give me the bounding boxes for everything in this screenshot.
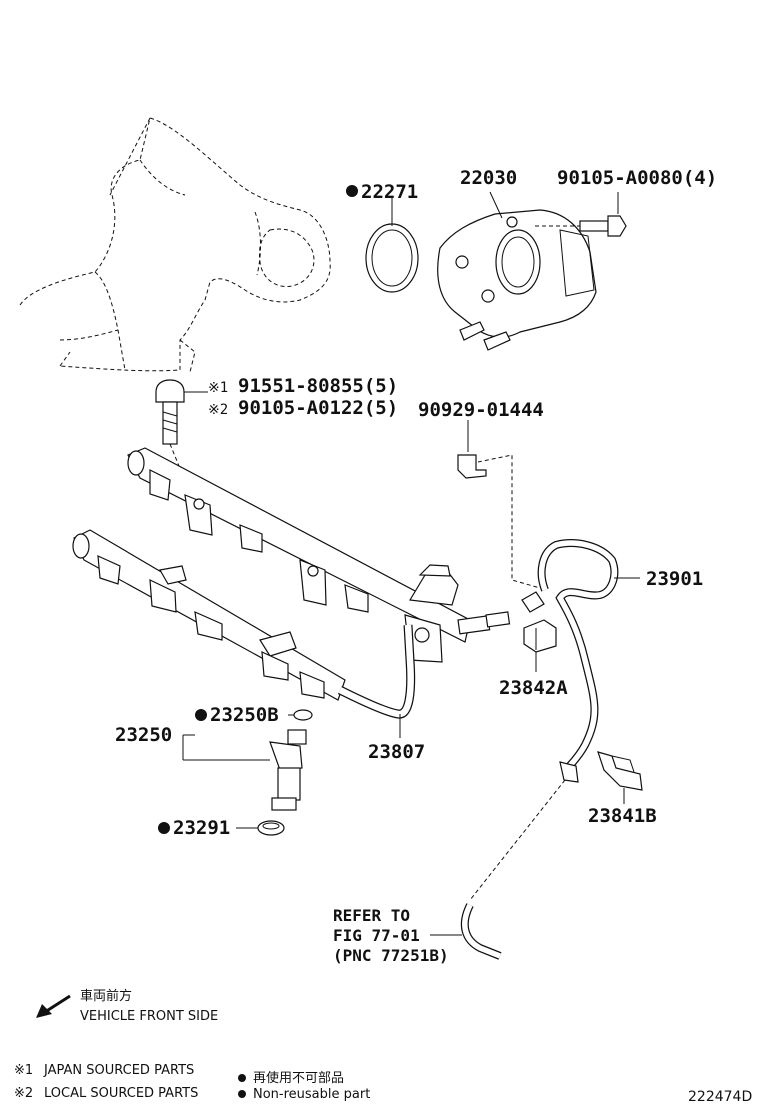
front-direction-arrow-icon [36, 994, 71, 1018]
throttle-bolt[interactable] [535, 192, 627, 237]
label-90105-a0122: 90105-A0122(5) [238, 397, 398, 419]
note-local-sourced: LOCAL SOURCED PARTS [44, 1086, 198, 1101]
label-23291: 23291 [173, 817, 230, 839]
engine-outline [19, 117, 331, 373]
note-japan-sourced: JAPAN SOURCED PARTS [43, 1063, 194, 1078]
injector-insulator[interactable] [236, 820, 285, 836]
clamp-23842a[interactable] [523, 619, 557, 672]
direction-jp: 車両前方 [80, 988, 132, 1004]
fuel-injector[interactable] [182, 729, 307, 811]
fuel-hose[interactable] [521, 539, 640, 783]
note-nonreuse-jp: 再使用不可部品 [253, 1070, 344, 1086]
note-mark-2: ※2 [14, 1086, 33, 1101]
refer-to-line3: (PNC 77251B) [333, 946, 449, 965]
label-90105-a0080: 90105-A0080(4) [557, 167, 717, 189]
label-23901: 23901 [646, 568, 703, 590]
note-nonreuse-en: Non-reusable part [253, 1087, 370, 1102]
gasket-ring[interactable] [365, 198, 419, 293]
legend-nonreuse-dot [238, 1074, 246, 1082]
injector-o-ring[interactable] [288, 709, 313, 721]
nonreuse-dot-23291 [158, 822, 170, 834]
label-23250: 23250 [115, 724, 172, 746]
label-23841b: 23841B [588, 805, 657, 827]
label-23807: 23807 [368, 741, 425, 763]
refer-to-line1: REFER TO [333, 906, 410, 925]
fuel-pipe[interactable] [337, 624, 416, 738]
clamp-90929[interactable] [457, 420, 541, 589]
label-23250b: 23250B [210, 704, 279, 726]
label-rail-bolt-local-mark: ※2 [208, 402, 228, 418]
rail-bolt[interactable] [155, 379, 208, 506]
label-rail-bolt-japan-mark: ※1 [208, 380, 228, 396]
note-mark-1: ※1 [14, 1063, 33, 1078]
fuel-rail-upper[interactable] [127, 447, 511, 663]
label-23842a: 23842A [499, 677, 568, 699]
direction-en: VEHICLE FRONT SIDE [80, 1009, 218, 1024]
label-91551-80855: 91551-80855(5) [238, 375, 398, 397]
reference-hose [430, 779, 566, 960]
legend-nonreuse-dot-en [238, 1090, 246, 1098]
label-90929-01444: 90929-01444 [418, 399, 544, 421]
label-22030: 22030 [460, 167, 517, 189]
label-22271: 22271 [361, 181, 418, 203]
throttle-body[interactable] [437, 191, 597, 351]
nonreuse-dot-22271 [346, 185, 358, 197]
nonreuse-dot-23250b [195, 709, 207, 721]
fuel-rail-lower[interactable] [72, 529, 346, 701]
refer-to-line2: FIG 77-01 [333, 926, 420, 945]
clamp-23841b[interactable] [597, 751, 643, 804]
figure-id: 222474D [688, 1089, 752, 1105]
